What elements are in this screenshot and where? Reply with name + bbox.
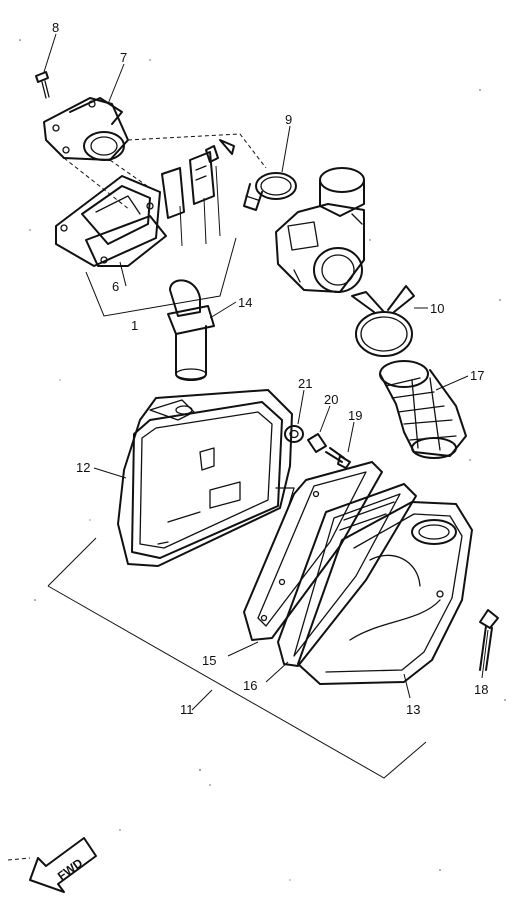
paper-speckles	[19, 39, 506, 881]
part-16-element	[265, 483, 417, 683]
callout-10: 10	[430, 301, 444, 316]
part-8-bolt	[35, 33, 57, 99]
part-21-damper	[284, 389, 305, 443]
callout-1: 1	[131, 318, 138, 333]
part-18-screw	[479, 609, 499, 679]
part-20-collar	[307, 405, 331, 453]
callout-17: 17	[470, 368, 484, 383]
part-1-reed-valve-assembly	[55, 139, 237, 317]
callout-labels: 8 7 9 6 1 14 10 17 21 20 19 12 15 16 18 …	[52, 20, 488, 717]
callout-20: 20	[324, 392, 338, 407]
callout-9: 9	[285, 112, 292, 127]
carburetor	[275, 167, 365, 293]
part-12-air-filter-case	[93, 389, 295, 567]
callout-15: 15	[202, 653, 216, 668]
callout-14: 14	[238, 295, 252, 310]
part-14-breather-joint	[167, 279, 237, 381]
part-9-clamp	[243, 125, 297, 211]
callout-18: 18	[474, 682, 488, 697]
part-17-joint	[379, 360, 469, 459]
callout-7: 7	[120, 50, 127, 65]
part-15-gasket	[227, 461, 383, 657]
callout-6: 6	[112, 279, 119, 294]
alignment-lines-7	[63, 133, 267, 211]
callout-13: 13	[406, 702, 420, 717]
callout-16: 16	[243, 678, 257, 693]
part-13-filter-cap	[297, 501, 473, 699]
callout-12: 12	[76, 460, 90, 475]
callout-21: 21	[298, 376, 312, 391]
fwd-arrow-icon: FWD	[7, 837, 97, 893]
callout-19: 19	[348, 408, 362, 423]
callout-8: 8	[52, 20, 59, 35]
part-10-clamp-band	[351, 285, 428, 357]
callout-11: 11	[180, 702, 194, 717]
part-19-screw	[325, 421, 355, 469]
part-11-bracket-line	[47, 537, 427, 779]
part-7-intake-joint	[43, 63, 129, 161]
fwd-arrow-label: FWD	[55, 856, 86, 884]
